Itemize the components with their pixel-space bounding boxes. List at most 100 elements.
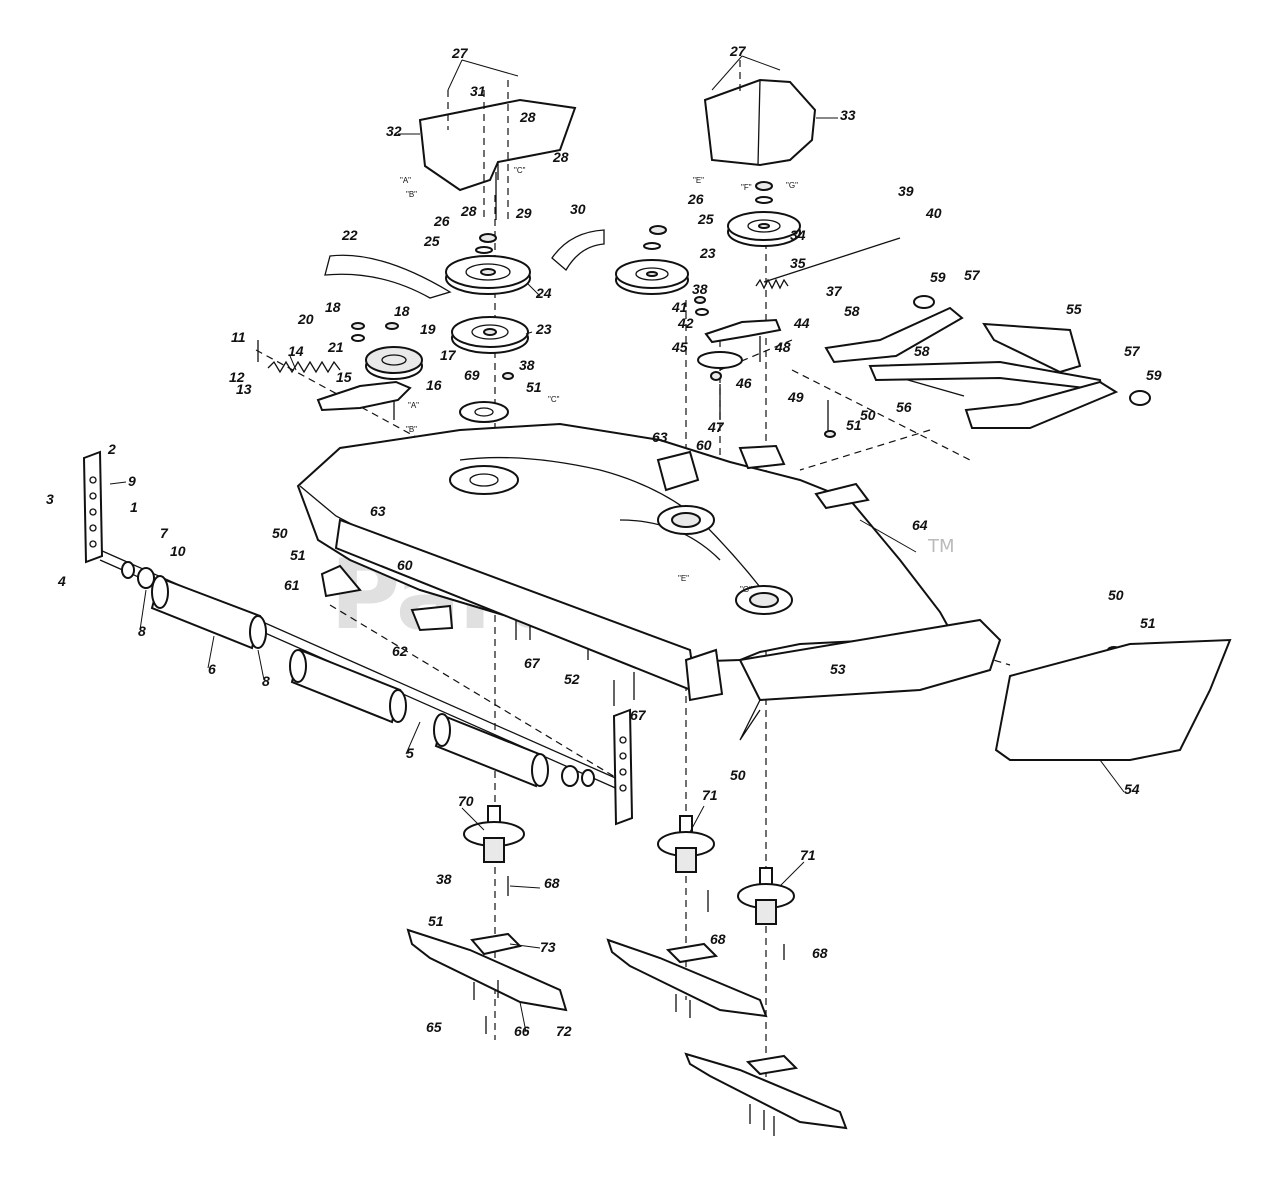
rod-37 <box>763 237 901 283</box>
ref-mark-r4: "E" <box>693 176 704 185</box>
callout-c70: 70 <box>458 793 474 809</box>
ref-mark-r8: "B" <box>406 425 417 434</box>
callout-c37: 37 <box>826 283 843 299</box>
blade-bolts <box>473 980 775 1136</box>
callout-c44: 44 <box>793 315 810 331</box>
callout-c38b: 38 <box>692 281 708 297</box>
callout-c51d: 51 <box>1140 615 1156 631</box>
callout-c45: 45 <box>671 339 688 355</box>
callout-c49: 49 <box>787 389 804 405</box>
callout-c59a: 59 <box>930 269 946 285</box>
callout-c58a: 58 <box>844 303 860 319</box>
callout-c57a: 57 <box>964 267 981 283</box>
callout-c55: 55 <box>1066 301 1082 317</box>
callout-leader-lines <box>109 55 1125 1033</box>
callout-c20: 20 <box>297 311 314 327</box>
callout-c65: 65 <box>426 1019 442 1035</box>
callout-c18a: 18 <box>325 299 341 315</box>
callout-c68c: 68 <box>812 945 828 961</box>
callout-c1: 1 <box>130 499 138 515</box>
callout-c51a: 51 <box>526 379 542 395</box>
belt-cover-right <box>703 60 817 167</box>
callout-c23a: 23 <box>535 321 552 337</box>
ref-mark-r5: "F" <box>741 183 752 192</box>
callout-c69: 69 <box>464 367 480 383</box>
callout-c60b: 60 <box>696 437 712 453</box>
deck-spindle-mounts <box>449 465 793 615</box>
callout-c50b: 50 <box>860 407 876 423</box>
callout-c34: 34 <box>790 227 806 243</box>
callout-c46: 46 <box>735 375 752 391</box>
ref-mark-r3: "C" <box>514 166 526 175</box>
watermark-trademark: TM <box>927 536 955 557</box>
blade-left <box>406 928 568 1012</box>
callout-c31: 31 <box>470 83 486 99</box>
ref-mark-r1: "A" <box>400 176 411 185</box>
bearing-69 <box>459 401 509 423</box>
callout-c67b: 67 <box>630 707 647 723</box>
discharge-chute-54 <box>994 638 1232 761</box>
callout-c27a: 27 <box>451 45 469 61</box>
belt-22 <box>324 254 452 299</box>
callout-c72: 72 <box>556 1023 572 1039</box>
callout-c38a: 38 <box>519 357 535 373</box>
callout-c17: 17 <box>440 347 457 363</box>
callout-c24: 24 <box>535 285 552 301</box>
callout-c5: 5 <box>406 745 414 761</box>
callout-c71b: 71 <box>800 847 816 863</box>
deck-brackets <box>320 444 870 702</box>
callout-c7: 7 <box>160 525 169 541</box>
callout-c26a: 26 <box>433 213 450 229</box>
ref-mark-r9: "C" <box>548 395 560 404</box>
callout-c28c: 28 <box>460 203 477 219</box>
callout-c67a: 67 <box>524 655 541 671</box>
spring-14 <box>267 360 341 374</box>
callout-c29: 29 <box>515 205 532 221</box>
callout-c68a: 68 <box>544 875 560 891</box>
callout-c8b: 8 <box>262 673 270 689</box>
callout-c66: 66 <box>514 1023 530 1039</box>
callout-c14: 14 <box>288 343 304 359</box>
callout-c21: 21 <box>327 339 344 355</box>
callout-c64: 64 <box>912 517 928 533</box>
adjustment-plates <box>82 450 634 826</box>
callout-c4: 4 <box>57 573 66 589</box>
callout-c63b: 63 <box>652 429 668 445</box>
pulley-23-right <box>615 259 689 295</box>
callout-c62: 62 <box>392 643 408 659</box>
callout-c2: 2 <box>107 441 116 457</box>
callout-c50d: 50 <box>730 767 746 783</box>
pulley-upper-right <box>727 211 801 247</box>
callout-c12: 12 <box>229 369 245 385</box>
callout-c73: 73 <box>540 939 556 955</box>
callout-c10: 10 <box>170 543 186 559</box>
callout-c25a: 25 <box>423 233 440 249</box>
idler-arm-15 <box>316 380 412 412</box>
callout-c50a: 50 <box>272 525 288 541</box>
pulley-23-left <box>451 316 529 354</box>
reference-marks: "A""B""C""E""F""G""A""B""C""E""G" <box>400 166 798 594</box>
callout-c23b: 23 <box>699 245 716 261</box>
callout-c68b: 68 <box>710 931 726 947</box>
callout-c9: 9 <box>128 473 136 489</box>
callout-c51b: 51 <box>290 547 306 563</box>
callout-c54: 54 <box>1124 781 1140 797</box>
spindle-71-right <box>737 867 795 925</box>
callout-c40: 40 <box>925 205 942 221</box>
blade-center <box>606 938 768 1018</box>
callout-c27b: 27 <box>729 43 747 59</box>
callout-c61: 61 <box>284 577 300 593</box>
callout-c39: 39 <box>898 183 914 199</box>
callout-c19: 19 <box>420 321 436 337</box>
linkage-assembly <box>824 295 1151 429</box>
callout-c71a: 71 <box>702 787 718 803</box>
callout-c13: 13 <box>236 381 252 397</box>
callout-c8a: 8 <box>138 623 146 639</box>
callout-c52: 52 <box>564 671 580 687</box>
idler-bracket-44 <box>704 318 782 344</box>
callout-c28a: 28 <box>519 109 536 125</box>
callout-c51e: 51 <box>428 913 444 929</box>
callout-c3: 3 <box>46 491 54 507</box>
belt-cover-left <box>418 80 577 220</box>
